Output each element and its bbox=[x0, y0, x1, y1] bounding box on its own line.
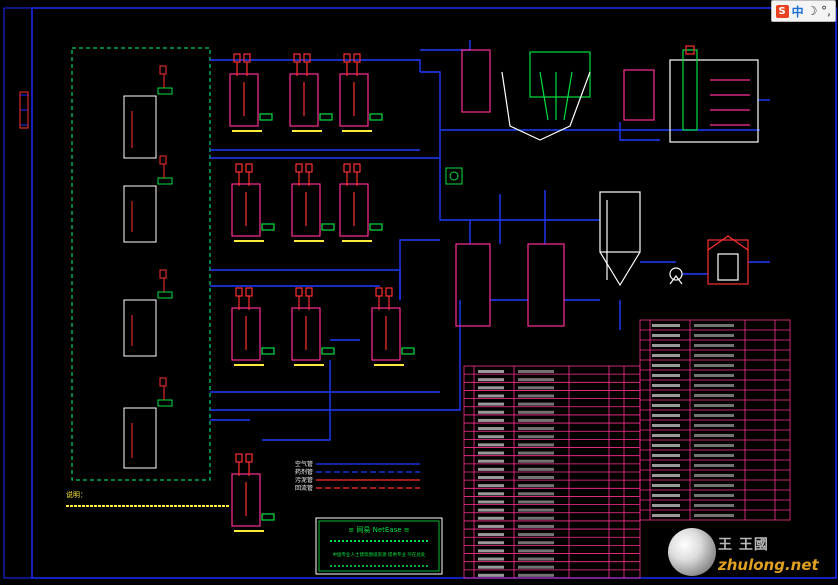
legend-air-pipe: 空气管 bbox=[295, 460, 313, 468]
pipe-line bbox=[399, 239, 440, 300]
equipment-table-right bbox=[639, 319, 791, 521]
pipe-line bbox=[210, 300, 461, 411]
blower-unit bbox=[445, 167, 463, 185]
legend-chem-pipe: 药剂管 bbox=[295, 468, 313, 476]
process-tank bbox=[339, 163, 383, 242]
left-tank bbox=[123, 65, 173, 159]
process-tank bbox=[231, 163, 275, 242]
ime-toolbar[interactable]: S 中 ☽ °, bbox=[770, 0, 836, 22]
outer-frame bbox=[31, 7, 837, 579]
process-tank bbox=[371, 287, 415, 366]
blower-fan-icon bbox=[449, 171, 459, 181]
process-tank bbox=[231, 453, 275, 532]
left-tank bbox=[123, 155, 173, 243]
process-tank bbox=[231, 287, 275, 366]
sedimentation-group bbox=[455, 45, 759, 327]
process-tank bbox=[229, 53, 273, 132]
banner-title: ≡ 网易 NetEase ≡ bbox=[348, 526, 409, 534]
pipe-line bbox=[420, 40, 471, 51]
border-strip bbox=[3, 7, 33, 579]
left-tank bbox=[123, 377, 173, 469]
pipe-legend: 空气管 药剂管 污泥管 回流管 bbox=[295, 460, 420, 492]
process-tank bbox=[291, 163, 335, 242]
ime-language-label[interactable]: 中 bbox=[791, 4, 804, 19]
banner-subtitle: 中国专业人士建筑图纸资源 提供专业 尽在此处 bbox=[333, 551, 426, 558]
legend-return-pipe: 回流管 bbox=[295, 484, 313, 492]
process-tank bbox=[339, 53, 383, 132]
legend-sludge-pipe: 污泥管 bbox=[295, 476, 313, 484]
pipe-line bbox=[439, 130, 600, 221]
process-tank bbox=[291, 287, 335, 366]
dashed-boundary bbox=[71, 47, 211, 481]
netease-banner: ≡ 网易 NetEase ≡ 中国专业人士建筑图纸资源 提供专业 尽在此处 bbox=[315, 517, 443, 575]
pipe-line bbox=[619, 122, 660, 141]
process-tank bbox=[289, 53, 333, 132]
equipment-table-left bbox=[463, 365, 641, 579]
pipe-line bbox=[420, 71, 760, 131]
sogou-icon: S bbox=[775, 4, 789, 18]
ime-extra-icons[interactable]: ☽ °, bbox=[806, 4, 831, 18]
pipe-line bbox=[262, 360, 331, 441]
notes-title: 说明： bbox=[66, 490, 87, 499]
left-tank bbox=[123, 269, 173, 357]
pipe-line bbox=[210, 59, 421, 72]
